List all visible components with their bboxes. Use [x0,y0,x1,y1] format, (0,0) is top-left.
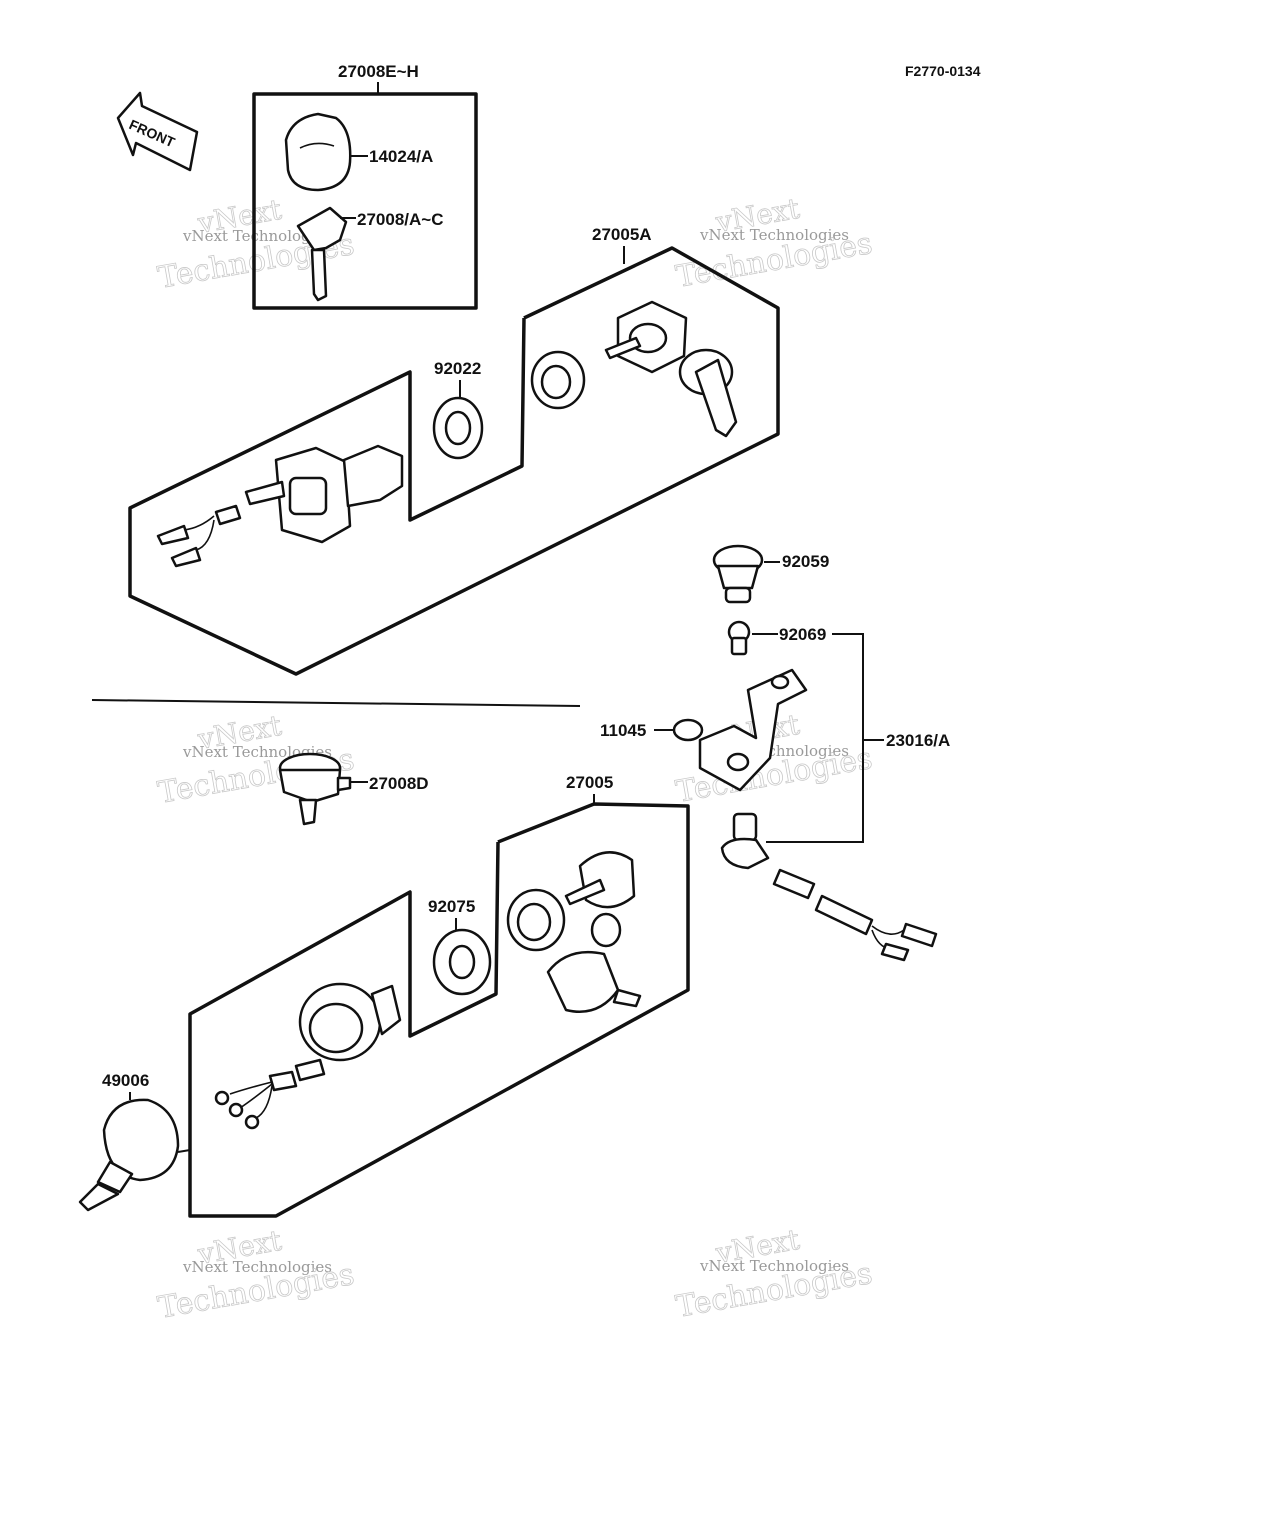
callout-27005: 27005 [566,773,613,792]
figure-code: F2770-0134 [905,63,981,79]
key-27008D-icon [278,752,352,826]
callout-14024A: 14024/A [369,147,433,166]
svg-text:vNext Technologies: vNext Technologies [182,227,332,245]
callout-92075: 92075 [428,897,475,916]
bulb-92069-icon [727,620,751,656]
callout-23016A: 23016/A [886,731,950,750]
lower-washer-icon [432,928,492,996]
cap-92059-icon [712,544,764,604]
callout-11045: 11045 [600,721,646,740]
callout-92069: 92069 [779,625,826,644]
callout-92022: 92022 [434,359,481,378]
callout-27005A: 27005A [592,225,652,244]
watermark-top-right: vNext Technologies vNext Technologies [673,191,875,295]
part-49006-icon [78,1098,191,1212]
upper-switch-body-icon [244,444,404,544]
upper-nut-icon [530,350,586,410]
lower-switch-body-icon [294,982,402,1082]
upper-wire-connector-icon [156,504,242,568]
lower-lock-cylinder-icon [564,851,636,948]
lower-nut-icon [506,888,566,952]
callout-27008E-H: 27008E~H [338,62,419,81]
upper-washer-icon [432,396,484,460]
front-arrow-icon: FRONT [116,91,199,172]
watermark-bottom-right: vNext Technologies vNext Technologies [673,1222,875,1325]
svg-text:vNext Technologies: vNext Technologies [182,1258,332,1276]
lower-cap-icon [546,950,642,1013]
lower-wire-connector-icon [214,1070,298,1130]
key-set-box: 27008E~H 14024/A 27008/A~C [252,62,478,310]
callout-27008D: 27008D [369,774,429,793]
lower-switch-group: 27005 92075 [188,773,690,1218]
callout-92059: 92059 [782,552,829,571]
upper-lock-cylinder-icon [604,300,738,438]
svg-text:vNext Technologies: vNext Technologies [699,1257,849,1275]
key-cover-icon [284,112,352,192]
upper-switch-group: 27005A 92022 [128,225,780,676]
key-blank-icon [296,206,348,302]
watermark-bottom-left: vNext Technologies vNext Technologies [155,1223,357,1326]
section-divider [91,699,581,707]
socket-wire-icon [720,812,938,962]
callout-49006: 49006 [102,1071,149,1090]
callout-27008A-C: 27008/A~C [357,210,443,229]
svg-text:vNext Technologies: vNext Technologies [699,226,849,244]
bracket-11045-icon [672,668,808,792]
